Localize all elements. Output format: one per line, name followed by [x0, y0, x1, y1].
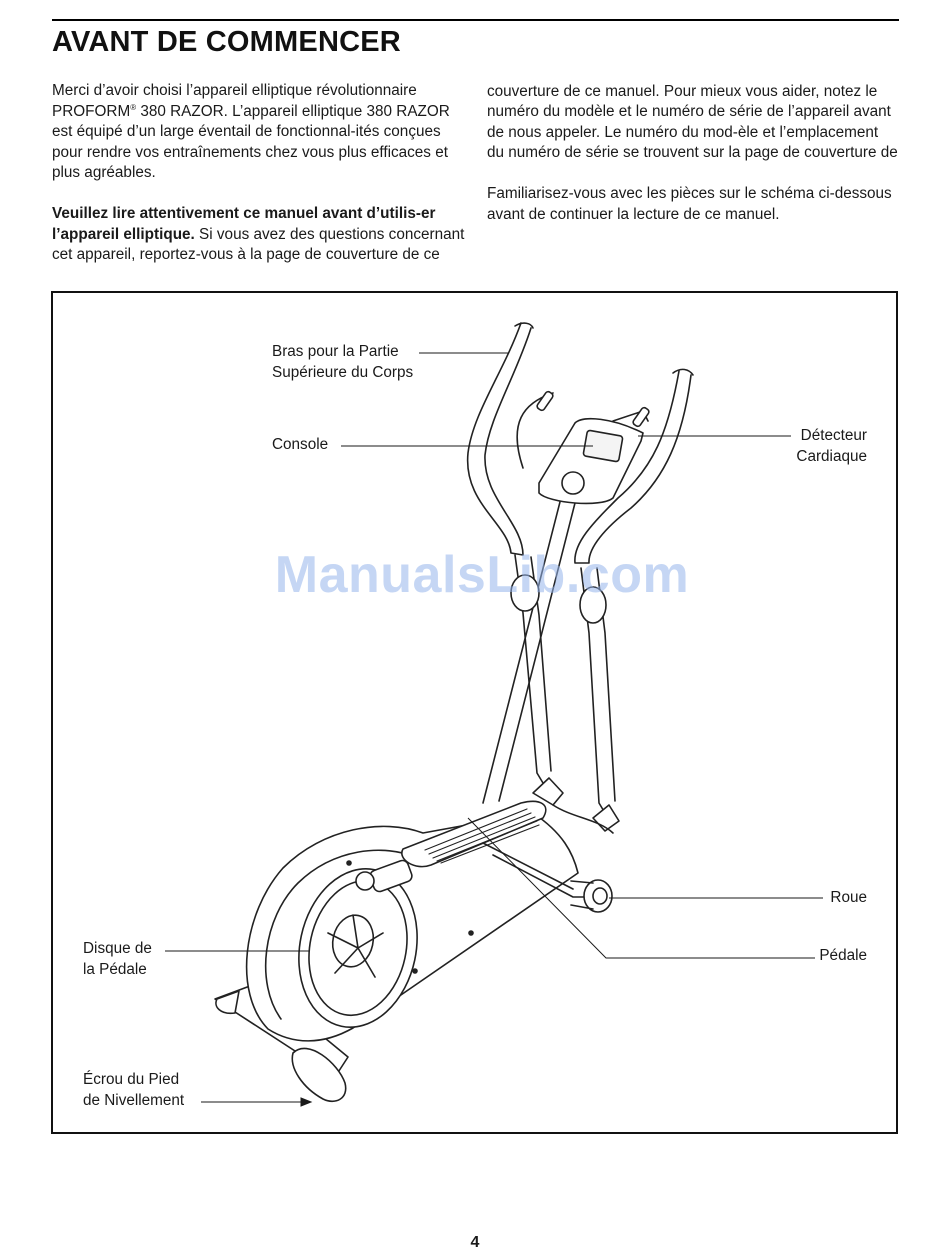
label-bras-line1: Bras pour la Partie — [272, 343, 399, 360]
left-arm — [466, 322, 532, 556]
page-title: AVANT DE COMMENCER — [52, 26, 401, 58]
watermark: ManualsLib.com — [274, 546, 690, 604]
page-number: 4 — [470, 1234, 480, 1251]
intro-paragraph-2: Veuillez lire attentivement ce manuel av… — [52, 204, 467, 265]
label-ecrou-line2: de Nivellement — [83, 1091, 185, 1109]
intro-p2-rest: Si vous avez des questions concernant ce… — [52, 225, 465, 264]
elliptical-illustration — [165, 322, 823, 1107]
intro-p2-continued-window: Veuillez lire attentivement ce manuel av… — [487, 81, 899, 163]
front-foot-cap — [215, 990, 240, 1015]
label-detecteur-line1: Détecteur — [800, 427, 867, 444]
label-disque-line1: Disque de — [83, 940, 152, 957]
label-ecrou-line1: Écrou du Pied — [83, 1071, 180, 1088]
label-roue: Roue — [830, 889, 867, 906]
intro-p2-continued: Veuillez lire attentivement ce manuel av… — [487, 81, 899, 163]
label-pedale: Pédale — [819, 947, 867, 964]
intro-column-right: Veuillez lire attentivement ce manuel av… — [487, 81, 899, 246]
intro-p1-end: 380 RAZOR. L’appareil elliptique 380 RAZ… — [52, 102, 450, 182]
label-bras-line2: Supérieure du Corps — [272, 363, 414, 381]
registered-mark: ® — [130, 102, 137, 112]
intro-column-left: Merci d’avoir choisi l’appareil elliptiq… — [52, 81, 467, 286]
parts-diagram: Bras pour la Partie Supérieure du Corps … — [51, 291, 898, 1134]
label-detecteur-line2: Cardiaque — [796, 447, 867, 465]
label-detecteur: Détecteur Cardiaque — [796, 426, 867, 467]
intro-p2-rest-clone: Si vous avez des questions concernant ce… — [487, 82, 898, 162]
leader-ecrou-arrowhead — [300, 1097, 313, 1107]
label-ecrou: Écrou du Pied de Nivellement — [83, 1070, 184, 1111]
intro-paragraph-3: Familiarisez-vous avec les pièces sur le… — [487, 185, 892, 223]
intro-paragraph-1: Merci d’avoir choisi l’appareil elliptiq… — [52, 81, 467, 184]
intro-p1-start: Merci d’avoir choisi l’appareil elliptiq… — [52, 82, 417, 120]
label-disque-line2: la Pédale — [83, 960, 147, 978]
right-arm — [574, 370, 692, 564]
wheel — [583, 879, 613, 913]
rear-foot-cap — [291, 1047, 347, 1103]
upright-column — [482, 497, 576, 804]
lower-links — [514, 554, 616, 824]
leader-pedale — [467, 817, 815, 959]
label-console: Console — [272, 436, 329, 453]
label-bras: Bras pour la Partie Supérieure du Corps — [272, 342, 413, 383]
top-rule — [52, 19, 899, 21]
label-disque: Disque de la Pédale — [83, 939, 152, 980]
intro-p2-bold: Veuillez lire attentivement ce manuel av… — [52, 205, 436, 243]
